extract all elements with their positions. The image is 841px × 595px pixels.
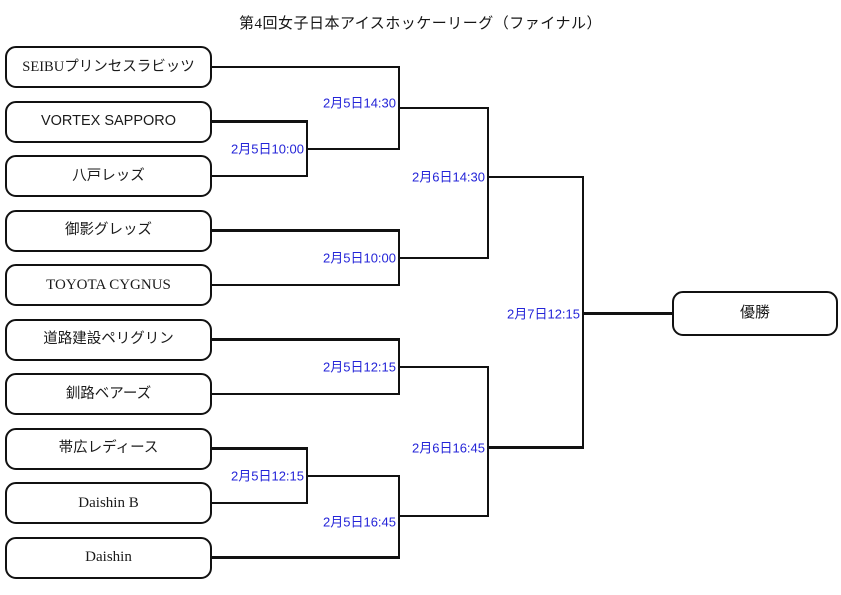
match-label-m4: 2月6日14:30 (412, 169, 485, 185)
match-label-m8: 2月6日16:45 (412, 440, 485, 455)
connector-m3-in-top (212, 229, 400, 232)
connector-m7-out (397, 514, 489, 518)
team-box-hachinohe-reds[interactable]: 八戸レッズ (5, 155, 212, 197)
connector-m8-bracket (486, 365, 489, 518)
team-name: SEIBUプリンセスラビッツ (22, 58, 195, 75)
connector-m5-out (397, 365, 489, 368)
team-name: VORTEX SAPPORO (40, 113, 177, 130)
connector-m4-out (486, 176, 584, 179)
match-label-m3: 2月5日10:00 (323, 250, 396, 266)
champion-label: 優勝 (739, 305, 770, 321)
team-name: Daishin B (78, 494, 139, 511)
champion-box[interactable]: 優勝 (672, 291, 838, 336)
connector-m7-in-bottom (212, 556, 400, 559)
team-name: 御影グレッズ (65, 222, 152, 239)
match-label-final: 2月7日12:15 (507, 306, 580, 321)
connector-m1-out (305, 147, 400, 150)
connector-m2-in-top (212, 65, 400, 69)
team-name: 八戸レッズ (72, 167, 145, 184)
team-box-doro-kensetsu-peregrine[interactable]: 道路建設ペリグリン (5, 318, 212, 361)
team-name: 帯広レディース (58, 440, 159, 457)
connector-m1-in-top (212, 120, 308, 123)
team-name: 釧路ベアーズ (65, 385, 152, 402)
team-box-mikage-greads[interactable]: 御影グレッズ (5, 209, 212, 252)
connector-final-out (581, 312, 674, 315)
connector-m2-out (397, 106, 489, 109)
team-name: Daishin (85, 549, 132, 565)
team-box-toyota-cygnus[interactable]: TOYOTA CYGNUS (5, 264, 212, 306)
connector-m5-in-top (212, 338, 400, 341)
connector-m4-bracket (486, 106, 489, 258)
team-box-daishin[interactable]: Daishin (5, 536, 212, 579)
team-name: 道路建設ペリグリン (43, 331, 174, 348)
team-box-obihiro-ladies[interactable]: 帯広レディース (5, 427, 212, 470)
team-box-seibu-princess-rabbits[interactable]: SEIBUプリンセスラビッツ (5, 46, 212, 88)
connector-m6-out (305, 474, 400, 477)
match-label-m1: 2月5日10:00 (231, 141, 304, 157)
team-name: TOYOTA CYGNUS (46, 276, 171, 293)
team-box-kushiro-bears[interactable]: 釧路ベアーズ (5, 373, 212, 415)
match-label-m7: 2月5日16:45 (323, 514, 396, 530)
match-label-m5: 2月5日12:15 (323, 359, 396, 375)
connector-m1-in-bottom (212, 174, 308, 178)
team-box-daishin-b[interactable]: Daishin B (5, 482, 212, 524)
connector-m6-in-bottom (212, 501, 308, 505)
connector-m8-out (486, 446, 584, 449)
page-title: 第4回女子日本アイスホッケーリーグ（ファイナル） (238, 16, 602, 32)
match-label-m6: 2月5日12:15 (231, 468, 304, 484)
connector-m6-in-top (212, 447, 308, 450)
team-box-vortex-sapporo[interactable]: VORTEX SAPPORO (5, 100, 212, 143)
connector-m3-out (397, 256, 489, 259)
connector-m3-in-bottom (212, 283, 400, 287)
connector-final-bracket (581, 176, 584, 449)
connector-m5-in-bottom (212, 392, 400, 396)
match-label-m2: 2月5日14:30 (323, 95, 396, 111)
